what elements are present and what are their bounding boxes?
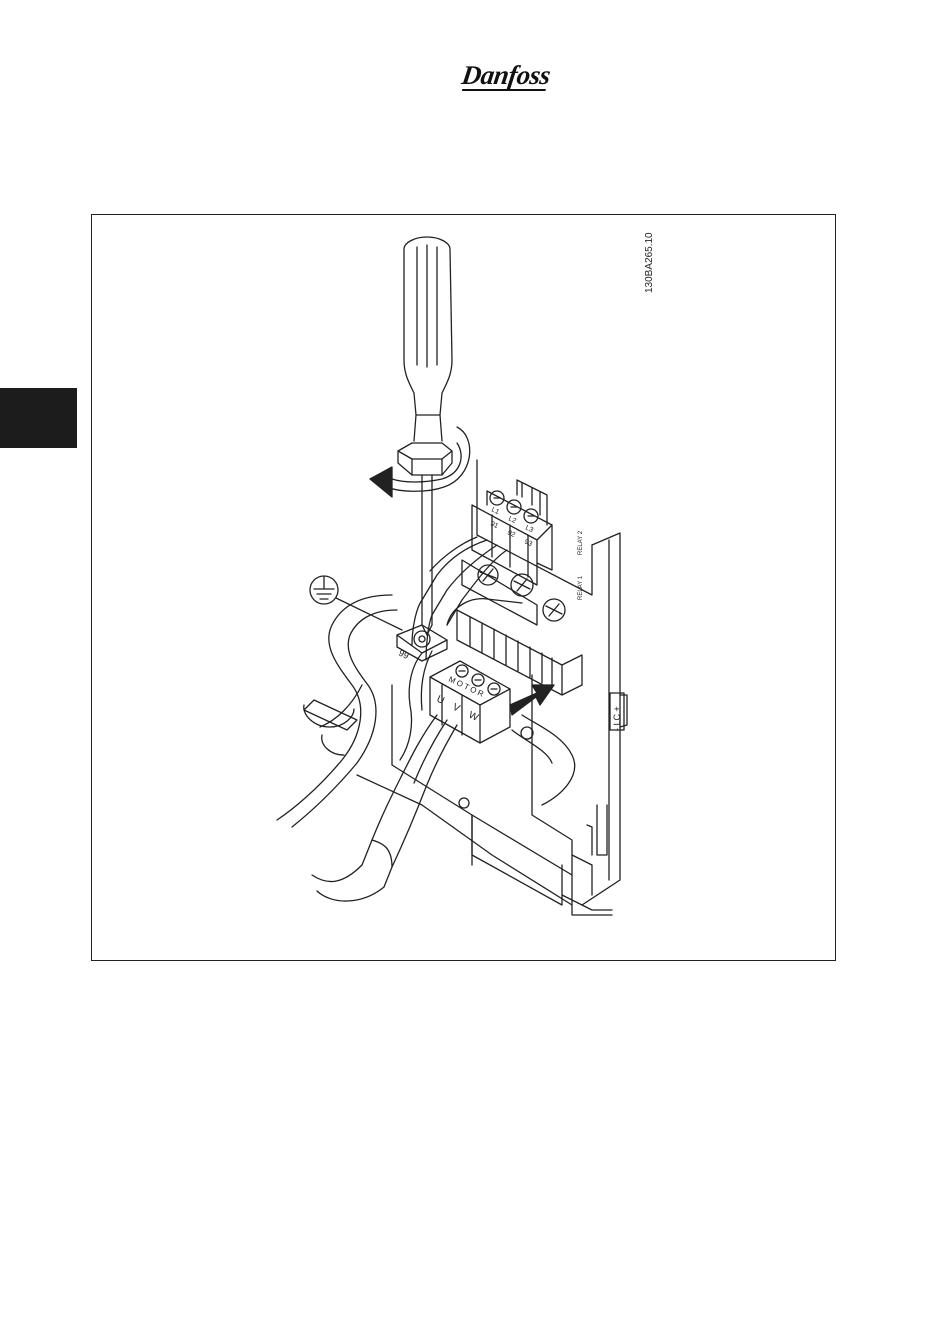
figure-id: 130BA265.10	[644, 232, 655, 293]
motor-v-label: V	[451, 702, 462, 715]
earth-symbol	[310, 576, 402, 630]
earth-terminal	[397, 625, 447, 760]
mains-93-label: 93	[523, 538, 533, 548]
cable-clamp	[304, 685, 362, 730]
rotation-arrow	[370, 427, 470, 497]
mains-l3-label: L3	[524, 524, 534, 534]
mains-l2-label: L2	[507, 515, 517, 525]
screw-terminals	[462, 560, 565, 625]
figure-frame: 130BA265.10 99 MOTOR U V W L1 L2 L3 91 9…	[91, 214, 836, 961]
motor-u-label: U	[435, 694, 446, 707]
motor-connector	[430, 661, 554, 743]
relay-2-label: RELAY 2	[578, 530, 584, 555]
danfoss-logo: Danfoss	[460, 58, 557, 92]
relay-1-label: RELAY 1	[578, 575, 584, 600]
motor-w-label: W	[467, 710, 481, 724]
base-bracket	[459, 715, 575, 905]
chapter-tab	[0, 388, 77, 448]
motor-header-label: MOTOR	[447, 675, 487, 700]
lc-label: - LC +	[612, 706, 622, 731]
earth-terminal-label: 99	[397, 648, 410, 661]
mains-91-label: 91	[489, 520, 499, 530]
mains-92-label: 92	[506, 529, 516, 539]
screwdriver	[398, 237, 452, 635]
motor-cables	[312, 715, 457, 901]
wiring-illustration: 130BA265.10 99 MOTOR U V W L1 L2 L3 91 9…	[92, 215, 837, 962]
relay-block	[457, 610, 582, 695]
